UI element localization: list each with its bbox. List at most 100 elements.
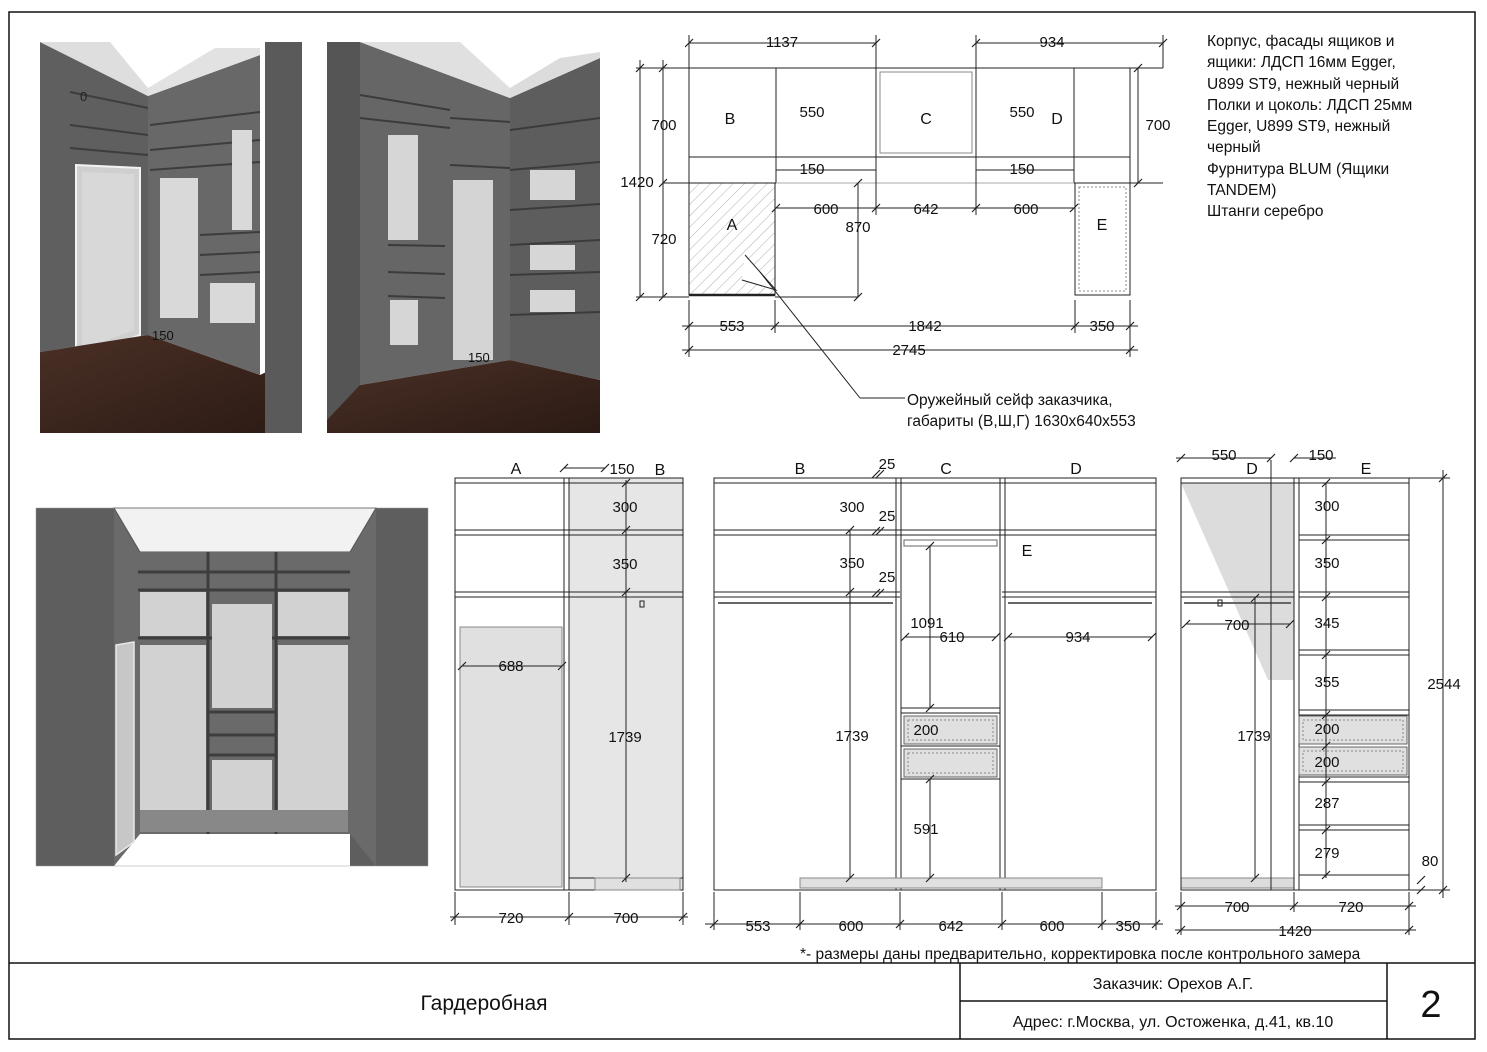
elev1-dim-700: 700 bbox=[613, 910, 638, 927]
elev3-label-d: D bbox=[1246, 461, 1258, 478]
plan-label-e: E bbox=[1097, 217, 1108, 234]
elev3-dim-345: 345 bbox=[1314, 615, 1339, 632]
elev2-dim-25a: 25 bbox=[879, 456, 896, 473]
elevation-bcd-labels: B C D E 25 25 25 300 350 1091 610 934 17… bbox=[745, 456, 1140, 935]
elev3-dim-b1420: 1420 bbox=[1278, 923, 1311, 940]
plan-dim-h-left-bottom: 720 bbox=[651, 231, 676, 248]
plan-label-c: C bbox=[920, 111, 932, 128]
elev2-dim-553: 553 bbox=[745, 918, 770, 935]
elev2-dim-25c: 25 bbox=[879, 569, 896, 586]
plan-dim-b-gap: 150 bbox=[799, 161, 824, 178]
safe-note: Оружейный сейф заказчика, габариты (В,Ш,… bbox=[907, 392, 1136, 430]
plan-dim-bottom-left: 553 bbox=[719, 318, 744, 335]
perspective-view-front bbox=[35, 507, 429, 867]
elev3-dim-355: 355 bbox=[1314, 674, 1339, 691]
persp-dim-2: 150 bbox=[468, 350, 490, 365]
sheet-number: 2 bbox=[1420, 984, 1441, 1026]
persp-dim-1: 150 bbox=[152, 328, 174, 343]
elev2-label-c: C bbox=[940, 461, 952, 478]
plan-dim-d-gap: 150 bbox=[1009, 161, 1034, 178]
elev3-label-e: E bbox=[1361, 461, 1372, 478]
elev1-label-a: A bbox=[511, 461, 522, 478]
safe-note-line-2: габариты (В,Ш,Г) 1630x640x553 bbox=[907, 413, 1136, 430]
elev2-dim-300: 300 bbox=[839, 499, 864, 516]
elevation-ab-labels: A B 150 300 350 688 1739 720 700 bbox=[498, 461, 665, 927]
plan-label-a: A bbox=[727, 217, 738, 234]
plan-dim-bottom-mid: 1842 bbox=[908, 318, 941, 335]
elev2-label-d: D bbox=[1070, 461, 1082, 478]
elev3-dim-2544: 2544 bbox=[1427, 676, 1460, 693]
title-block bbox=[9, 962, 1475, 1039]
drawing-title: Гардеробная bbox=[420, 992, 547, 1015]
material-note-line: TANDEM) bbox=[1207, 182, 1277, 200]
plan-dim-w-left: 600 bbox=[813, 201, 838, 218]
elevation-bcd bbox=[705, 469, 1163, 930]
footnote: *- размеры даны предварительно, корректи… bbox=[800, 946, 1361, 963]
plan-label-d: D bbox=[1051, 111, 1063, 128]
material-note-line: Штанги серебро bbox=[1207, 203, 1324, 221]
elev1-label-b: B bbox=[655, 462, 666, 479]
elev1-dim-1739: 1739 bbox=[608, 729, 641, 746]
material-note-line: Полки и цоколь: ЛДСП 25мм bbox=[1207, 96, 1413, 114]
material-note-line: ящики: ЛДСП 16мм Egger, bbox=[1207, 54, 1396, 72]
plan-labels: 1137 934 700 1420 720 700 B C D A E 550 … bbox=[620, 34, 1170, 359]
elev2-dim-200: 200 bbox=[913, 722, 938, 739]
elev2-dim-610: 610 bbox=[939, 629, 964, 646]
plan-label-b: B bbox=[725, 111, 736, 128]
plan-dim-w-mid: 642 bbox=[913, 201, 938, 218]
plan-dim-d-depth: 550 bbox=[1009, 104, 1034, 121]
elev3-dim-b720: 720 bbox=[1338, 899, 1363, 916]
elev2-dim-600b: 600 bbox=[1039, 918, 1064, 935]
elev2-dim-600a: 600 bbox=[838, 918, 863, 935]
elevation-de-labels: D E 550 150 300 350 345 355 200 200 287 … bbox=[1211, 447, 1460, 940]
plan-dim-h-total: 1420 bbox=[620, 174, 653, 191]
elevation-de bbox=[1175, 453, 1450, 935]
elev2-dim-1739: 1739 bbox=[835, 728, 868, 745]
elev2-label-b: B bbox=[795, 461, 806, 478]
persp-mark-0: 0 bbox=[80, 89, 87, 104]
elev2-dim-350: 350 bbox=[1115, 918, 1140, 935]
elev2-dim-25b: 25 bbox=[879, 508, 896, 525]
elev3-dim-150: 150 bbox=[1308, 447, 1333, 464]
material-note-line: Egger, U899 ST9, нежный bbox=[1207, 118, 1391, 136]
elev3-dim-350: 350 bbox=[1314, 555, 1339, 572]
plan-dim-top-left: 1137 bbox=[766, 34, 798, 51]
elev1-dim-gap: 150 bbox=[609, 461, 634, 478]
elevation-ab bbox=[450, 463, 688, 925]
plan-dim-w-right: 600 bbox=[1013, 201, 1038, 218]
elev2-dim-591: 591 bbox=[913, 821, 938, 838]
elev2-label-e: E bbox=[1022, 543, 1033, 560]
customer-name: Заказчик: Орехов А.Г. bbox=[1093, 976, 1253, 993]
plan-dim-top-right: 934 bbox=[1039, 34, 1064, 51]
elev3-dim-200b: 200 bbox=[1314, 754, 1339, 771]
plan-view bbox=[635, 35, 1168, 399]
material-note-line: Фурнитура BLUM (Ящики bbox=[1207, 160, 1390, 178]
elev3-dim-550: 550 bbox=[1211, 447, 1236, 464]
plan-dim-h-left-top: 700 bbox=[651, 117, 676, 134]
elev3-dim-b700: 700 bbox=[1224, 899, 1249, 916]
elev2-dim-350: 350 bbox=[839, 555, 864, 572]
elev2-dim-642: 642 bbox=[938, 918, 963, 935]
elev1-dim-350: 350 bbox=[612, 556, 637, 573]
elev3-dim-700: 700 bbox=[1224, 617, 1249, 634]
sheet-frame bbox=[8, 11, 1476, 1040]
elev1-dim-720: 720 bbox=[498, 910, 523, 927]
elev1-dim-300: 300 bbox=[612, 499, 637, 516]
plan-dim-bottom-right: 350 bbox=[1089, 318, 1114, 335]
perspective-view-left: 0 150 bbox=[40, 42, 302, 433]
customer-address: Адрес: г.Москва, ул. Остоженка, д.41, кв… bbox=[1013, 1014, 1334, 1031]
elev3-dim-300: 300 bbox=[1314, 498, 1339, 515]
material-note-line: Корпус, фасады ящиков и bbox=[1207, 33, 1395, 50]
elev2-dim-934: 934 bbox=[1065, 629, 1090, 646]
material-notes: Корпус, фасады ящиков и ящики: ЛДСП 16мм… bbox=[1207, 31, 1467, 223]
material-note-line: U899 ST9, нежный черный bbox=[1207, 75, 1400, 93]
material-note-line: черный bbox=[1207, 139, 1261, 157]
elev3-dim-279: 279 bbox=[1314, 845, 1339, 862]
perspective-view-right: 150 bbox=[327, 42, 601, 433]
elev2-dim-1091: 1091 bbox=[910, 615, 943, 632]
safe-note-line-1: Оружейный сейф заказчика, bbox=[907, 392, 1113, 409]
plan-dim-h-right: 700 bbox=[1145, 117, 1170, 134]
elev3-dim-1739: 1739 bbox=[1237, 728, 1270, 745]
plan-dim-depth-870: 870 bbox=[845, 219, 870, 236]
